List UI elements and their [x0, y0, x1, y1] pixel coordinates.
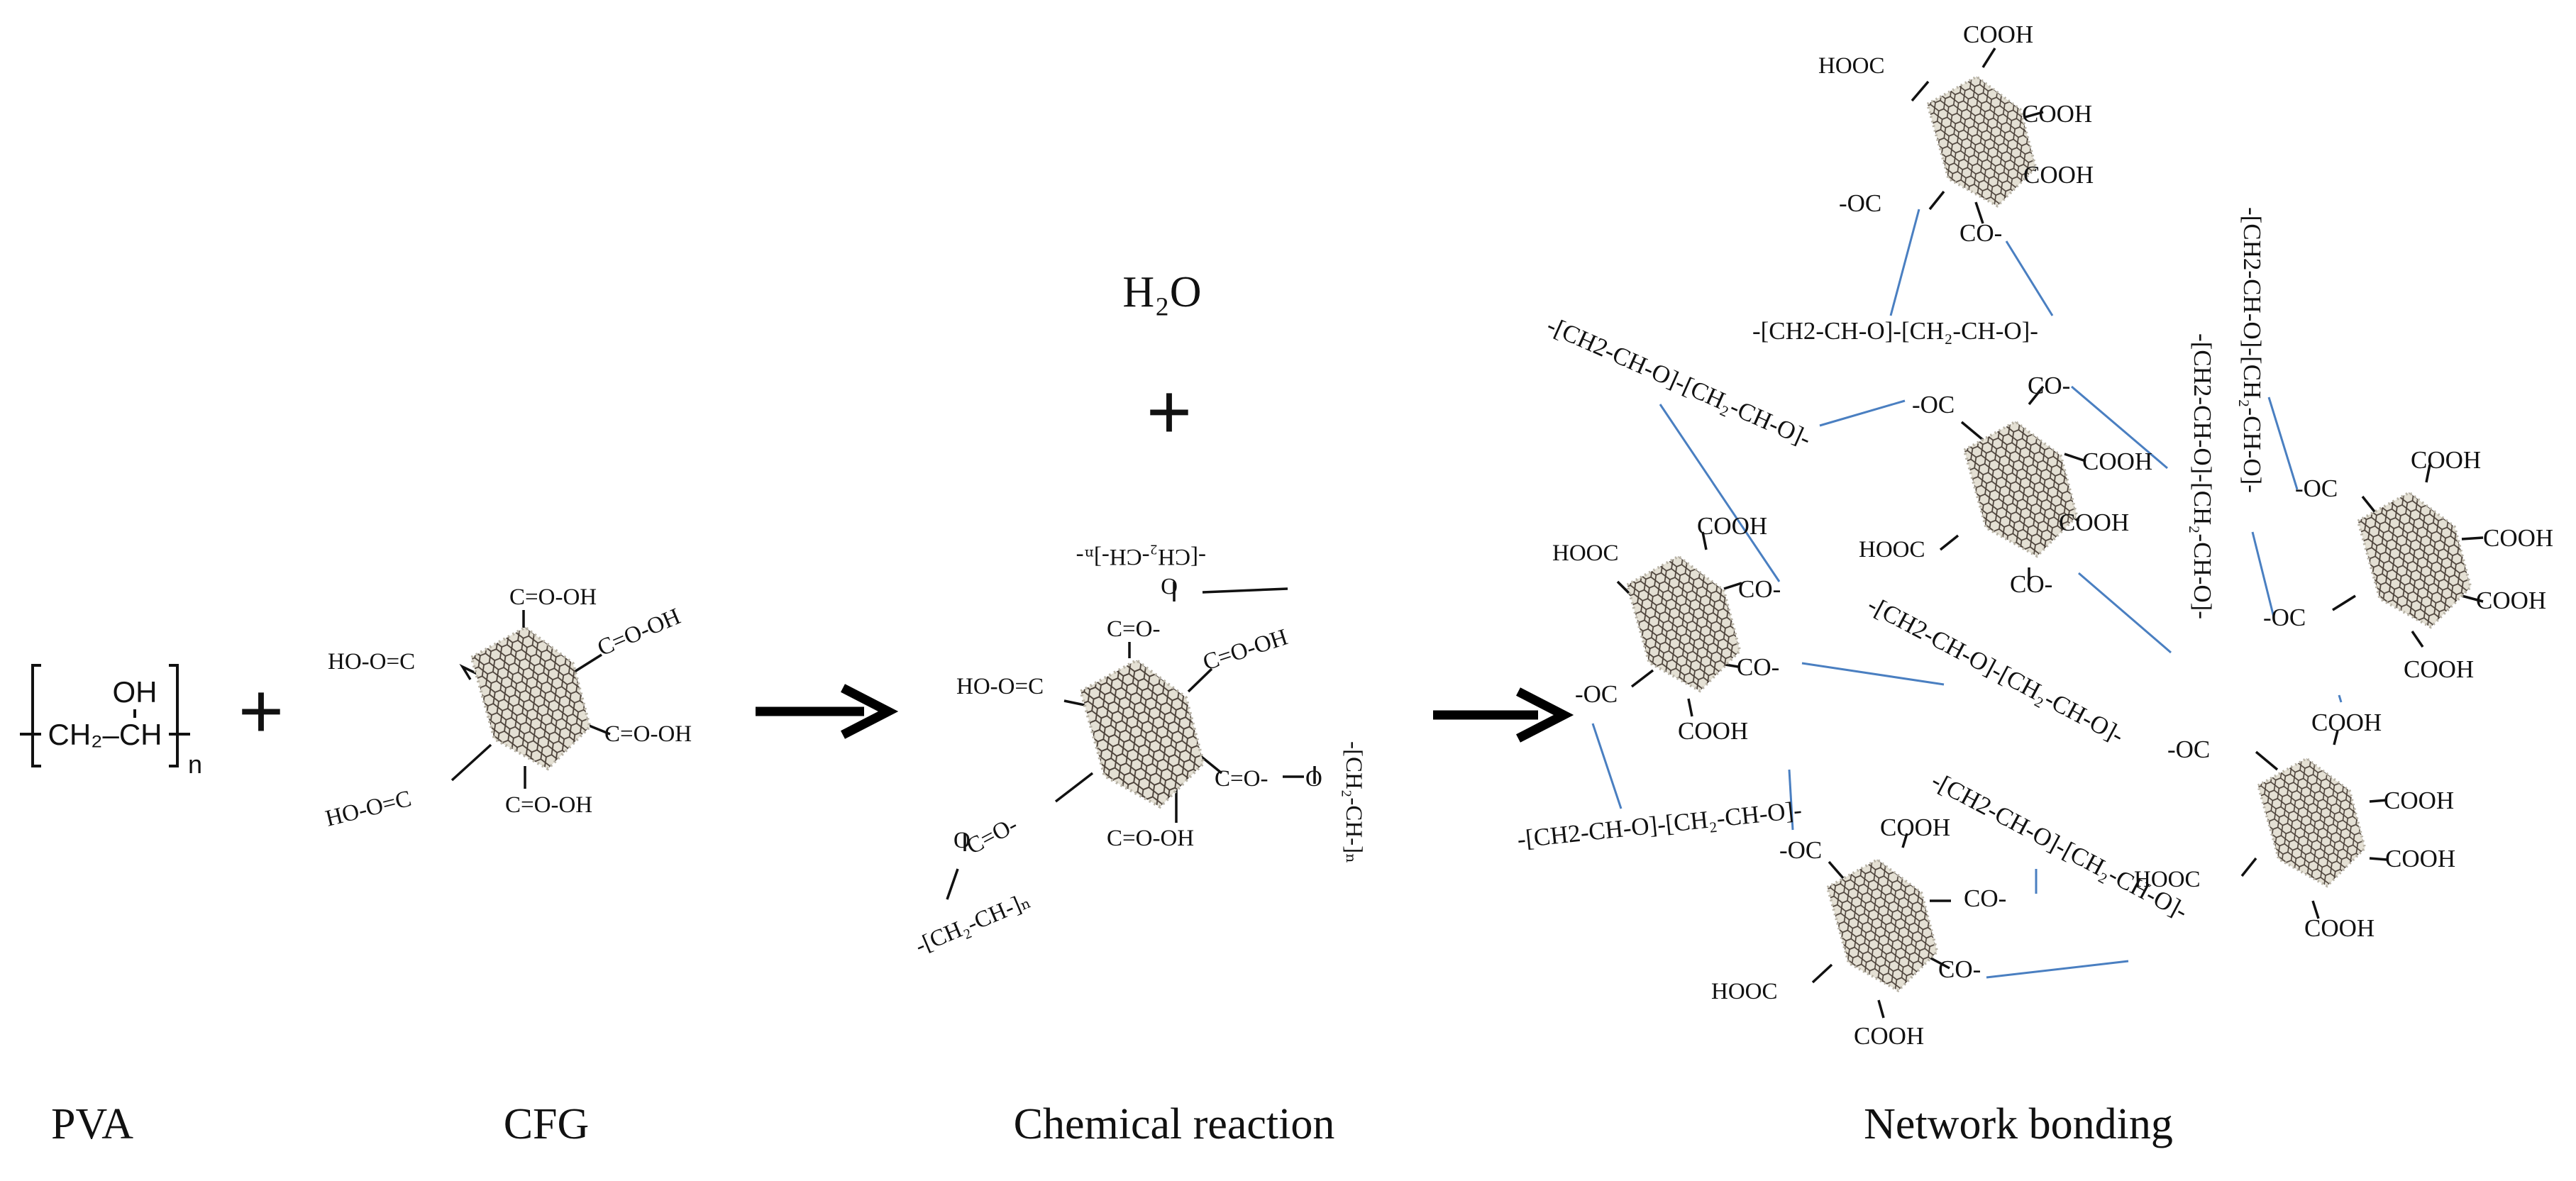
ester-right-o: O — [1305, 766, 1322, 792]
label-cooh: COOH — [1963, 21, 2033, 48]
cfg-cooh-bottom: C=O-OH — [505, 792, 592, 818]
label-cooh: COOH — [2384, 787, 2454, 814]
label-oc: -OC — [1912, 391, 1955, 418]
network-sheet-left: HOOC COOH CO- CO- -OC COOH — [1552, 512, 1781, 745]
cfg-cooh-upper-right: C=O-OH — [594, 604, 684, 661]
pva-left-bracket — [31, 664, 41, 767]
label-co: CO- — [1738, 575, 1781, 603]
caption-pva: PVA — [51, 1100, 133, 1148]
label-co: CO- — [2028, 372, 2070, 399]
network-sheet-bottom: -OC COOH CO- CO- HOOC COOH — [1711, 814, 2006, 1050]
label-cooh: COOH — [1697, 512, 1767, 540]
label-cooh: COOH — [1854, 1022, 1924, 1050]
plus-operator: + — [238, 667, 284, 755]
label-cooh: COOH — [2304, 914, 2375, 942]
graphene-flake — [2345, 479, 2488, 643]
label-oc: -OC — [2295, 475, 2338, 502]
label-cooh: COOH — [2311, 709, 2382, 736]
label-oc: -OC — [1779, 836, 1822, 864]
label-cooh: COOH — [2483, 524, 2553, 552]
cooh-bottom: C=O-OH — [1107, 826, 1194, 851]
ester-left-o: O — [953, 828, 971, 853]
pva-chain-top: -[CH₂-CH-]ₙ- — [1076, 544, 1206, 570]
hooc-left: HO-O=C — [956, 674, 1044, 699]
pva-chain-label: CH₂–CH — [48, 718, 162, 751]
link-chain-vertical-right: -[CH2-CH-O]-[CH₂-CH-O]- — [2238, 207, 2266, 493]
label-cooh: COOH — [2404, 655, 2474, 683]
label-hooc: HOOC — [1859, 537, 1925, 562]
network-links — [1591, 209, 2343, 979]
pva-n-subscript: n — [188, 750, 202, 779]
link-chain-lower-left: -[CH2-CH-O]-[CH₂-CH-O]- — [1516, 796, 1803, 853]
label-cooh: COOH — [2385, 845, 2455, 872]
cfg-hooc-upper-left: HO-O=C — [328, 649, 415, 675]
label-hooc: HOOC — [1552, 540, 1619, 566]
ester-right-c: C=O- — [1215, 766, 1268, 792]
link-chain-top: -[CH2-CH-O]-[CH₂-CH-O]- — [1752, 317, 2038, 345]
pva-oh-label: OH — [113, 675, 157, 709]
ester-top-c: C=O- — [1107, 616, 1160, 642]
graphene-flake — [1069, 648, 1221, 822]
pva-chain-left: -[CH₂-CH-]ₙ — [912, 888, 1034, 960]
label-cooh: COOH — [1678, 717, 1748, 745]
label-cooh: COOH — [1880, 814, 1950, 841]
network-sheet-center: -OC CO- COOH COOH HOOC CO- — [1859, 372, 2152, 598]
label-cooh: COOH — [2411, 446, 2481, 474]
cfg-molecule: C=O-OH C=O-OH C=O-OH C=O-OH HO-O=C HO-O=… — [323, 584, 692, 832]
graphene-flake — [460, 616, 606, 783]
graphene-flake — [1615, 543, 1757, 706]
graphene-flake — [2246, 746, 2382, 901]
label-oc: -OC — [2263, 604, 2306, 631]
label-oc: -OC — [1575, 680, 1618, 708]
label-cooh: COOH — [2022, 100, 2092, 128]
label-hooc: HOOC — [2134, 867, 2201, 892]
reaction-arrow-2 — [1433, 687, 1574, 743]
label-co: CO- — [2010, 570, 2052, 598]
pva-structure: OH CH₂–CH n — [20, 664, 202, 779]
water-byproduct: H₂O — [1122, 268, 1201, 316]
label-cooh: COOH — [2082, 448, 2152, 475]
reaction-arrow-1 — [756, 684, 899, 739]
label-co: CO- — [1964, 885, 2006, 912]
cfg-cooh-top: C=O-OH — [509, 584, 597, 610]
ester-left-c: C=O- — [963, 812, 1022, 860]
link-chain-vertical-center: -[CH2-CH-O]-[CH₂-CH-O]- — [2189, 333, 2216, 619]
graphene-flake — [1916, 65, 2052, 221]
cfg-hooc-lower-left: HO-O=C — [323, 786, 414, 832]
network-sheet-top: HOOC COOH COOH COOH -OC CO- — [1818, 21, 2094, 247]
label-cooh: COOH — [2023, 161, 2094, 189]
cooh-upper-right: C=O-OH — [1200, 624, 1290, 675]
label-hooc: HOOC — [1711, 979, 1778, 1004]
link-chain-middle: -[CH2-CH-O]-[CH₂-CH-O]- — [1863, 591, 2128, 750]
caption-chemical-reaction: Chemical reaction — [1014, 1100, 1335, 1148]
network-sheet-right: -OC COOH COOH COOH -OC COOH — [2263, 446, 2553, 683]
label-oc: -OC — [1839, 189, 1881, 217]
label-co: CO- — [1938, 955, 1981, 983]
label-co: CO- — [1737, 653, 1779, 681]
pva-chain-right: -[CH₂-CH-]ₙ — [1341, 741, 1366, 863]
graphene-flake — [1952, 409, 2094, 572]
pva-right-bracket — [169, 664, 179, 767]
reacted-cfg: C=O- O -[CH₂-CH-]ₙ- C=O-OH HO-O=C C=O- O… — [912, 544, 1366, 959]
label-hooc: HOOC — [1818, 53, 1885, 79]
caption-network-bonding: Network bonding — [1864, 1100, 2173, 1148]
label-cooh: COOH — [2059, 509, 2129, 536]
caption-cfg: CFG — [504, 1100, 590, 1148]
plus-byproduct: + — [1146, 368, 1192, 455]
ester-top-o: O — [1161, 573, 1178, 599]
network-sheet-lower-right: -OC COOH COOH COOH HOOC COOH — [2134, 709, 2455, 942]
label-oc: -OC — [2167, 736, 2210, 763]
label-co: CO- — [1959, 219, 2002, 247]
label-cooh: COOH — [2476, 587, 2546, 614]
cfg-cooh-right: C=O-OH — [604, 721, 692, 747]
